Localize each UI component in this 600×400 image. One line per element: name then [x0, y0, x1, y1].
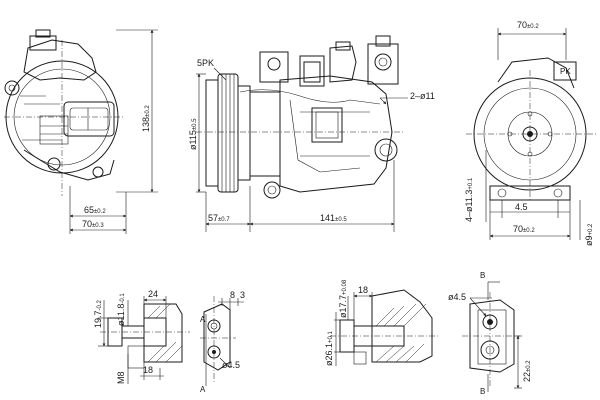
front-view: 5PK ø115±0.5 2–ø11 57±0.7 141±0.5: [188, 35, 435, 232]
section-a-detail: A A 8 3 ø4.5: [200, 290, 245, 394]
section-b-detail: B B ø4.5 22±0.2: [448, 271, 532, 396]
dim-rear-dia-9: ø9+0.2: [584, 223, 594, 246]
dim-section-b-22: 22±0.2: [522, 360, 532, 382]
dim-port-24: 24: [148, 289, 158, 299]
dim-length-57: 57±0.7: [208, 213, 230, 223]
dim-port-18: 18: [143, 365, 153, 375]
port-detail-left: 19.7-0.2 ø11.8-0.1 24 M8 18: [93, 289, 190, 384]
dim-holes-2x11: 2–ø11: [410, 91, 435, 101]
dim-rear-offset: 4.5: [515, 202, 528, 212]
dim-section-a-8: 8: [230, 290, 235, 300]
side-view: 138±0.2 65±0.2 70±0.3: [4, 29, 158, 234]
port-detail-right: ø17.7+0.08 18 ø26.1+0.1: [324, 279, 440, 366]
dim-rear-width-bottom: 70±0.2: [513, 224, 535, 234]
dim-port-thread: M8: [116, 371, 126, 384]
section-a-letter-bottom: A: [200, 385, 206, 394]
dim-width-70: 70±0.3: [82, 219, 104, 229]
belt-label: 5PK: [197, 58, 214, 68]
section-b-letter-bottom: B: [480, 387, 485, 396]
dim-port-dia-26-1: ø26.1+0.1: [324, 330, 334, 366]
dim-section-b-dia: ø4.5: [448, 292, 466, 302]
dim-length-141: 141±0.5: [320, 213, 347, 223]
rear-view: PK 70±0.2 4–ø11.3+0.1 4.5 70±0.2 ø9+0.2: [464, 20, 596, 246]
section-a-letter-top: A: [200, 315, 206, 324]
dim-port-dia-11-8: ø11.8-0.1: [116, 293, 126, 326]
section-b-letter-top: B: [480, 271, 485, 280]
dim-height-138: 138±0.2: [141, 105, 151, 132]
dim-width-65: 65±0.2: [84, 205, 106, 215]
dim-port-right-18: 18: [358, 285, 368, 295]
rear-pk-mark: PK: [560, 67, 571, 76]
dim-rear-width-top: 70±0.2: [517, 20, 539, 30]
dim-port-dia-17-7: ø17.7+0.08: [338, 279, 348, 318]
dim-port-19-7: 19.7-0.2: [93, 299, 103, 328]
dim-rear-holes: 4–ø11.3+0.1: [464, 177, 474, 222]
dim-section-a-dia: ø4.5: [222, 360, 240, 370]
dim-section-a-3: 3: [240, 290, 245, 300]
dim-dia-115: ø115±0.5: [188, 118, 198, 150]
